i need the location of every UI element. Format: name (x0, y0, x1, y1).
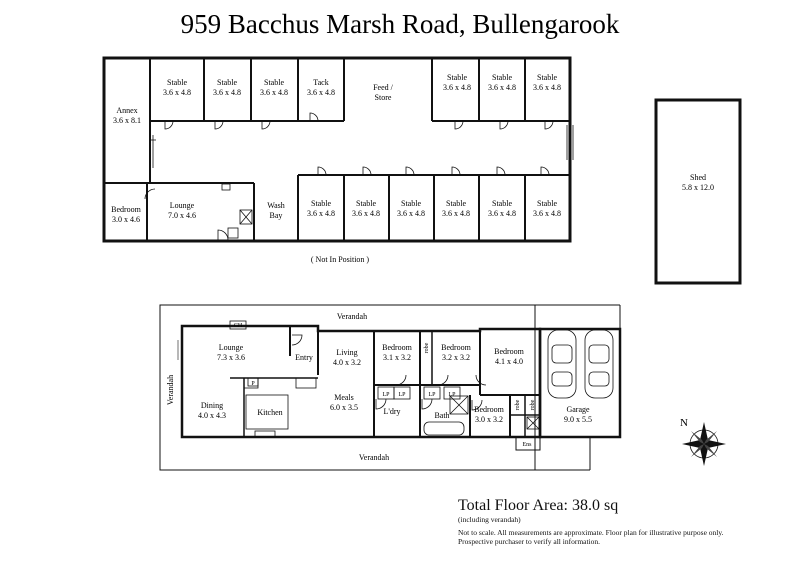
linen-press-label: LP (428, 392, 436, 398)
stable-dim: 3.6 x 4.8 (442, 209, 470, 218)
kitchen-label: Kitchen (257, 408, 282, 417)
stable-dim: 3.6 x 4.8 (488, 83, 516, 92)
compass-icon (682, 422, 726, 466)
stable-label: Stable (447, 73, 467, 82)
bath-label: Bath (434, 411, 449, 420)
laundry-label: L'dry (384, 407, 401, 416)
annex-label: Annex (116, 106, 137, 115)
verandah-bottom-label: Verandah (359, 453, 389, 462)
stable-dim: 3.6 x 4.8 (352, 209, 380, 218)
entry-label: Entry (295, 353, 313, 362)
robe-label: robe (530, 399, 536, 410)
lounge-label: Lounge (219, 343, 244, 352)
stable-label: Stable (537, 73, 557, 82)
bedroom-label: Bedroom (474, 405, 505, 414)
total-floor-area: Total Floor Area: 38.0 sq (458, 497, 619, 514)
stable-label: Stable (492, 73, 512, 82)
shed-label: Shed (690, 173, 706, 182)
store-label: Store (375, 93, 392, 102)
bedroom-label: Bedroom (382, 343, 413, 352)
bay-label: Bay (270, 211, 283, 220)
stable-dim: 3.6 x 4.8 (533, 83, 561, 92)
lounge-dim: 7.3 x 3.6 (217, 353, 245, 362)
bedroom-label: Bedroom (441, 343, 472, 352)
living-label: Living (336, 348, 357, 357)
disclaimer-line-2: Prospective purchaser to verify all info… (458, 537, 601, 546)
bedroom-dim: 3.1 x 3.2 (383, 353, 411, 362)
compass-north-label: N (680, 417, 688, 429)
tack-label: Tack (313, 78, 328, 87)
stable-label: Stable (446, 199, 466, 208)
stable-dim: 3.6 x 4.8 (488, 209, 516, 218)
stable-label: Stable (311, 199, 331, 208)
lounge-dim: 7.0 x 4.6 (168, 211, 196, 220)
robe-label: robe (424, 342, 430, 353)
dining-dim: 4.0 x 4.3 (198, 411, 226, 420)
bedroom-dim: 4.1 x 4.0 (495, 357, 523, 366)
stable-label: Stable (492, 199, 512, 208)
bedroom-dim: 3.0 x 3.2 (475, 415, 503, 424)
ensuite-label: Ens (523, 442, 533, 448)
ch-label: CH (234, 323, 243, 329)
pantry-label: P (251, 381, 255, 387)
bedroom-dim: 3.2 x 3.2 (442, 353, 470, 362)
bedroom-label: Bedroom (494, 347, 525, 356)
stable-label: Stable (401, 199, 421, 208)
footer: Total Floor Area: 38.0 sq (including ver… (458, 497, 724, 546)
wash-label: Wash (267, 201, 285, 210)
stable-dim: 3.6 x 4.8 (397, 209, 425, 218)
stable-block (102, 56, 574, 243)
living-dim: 4.0 x 3.2 (333, 358, 361, 367)
linen-press-label: LP (448, 392, 456, 398)
stable-block-outline (102, 56, 572, 243)
verandah-top-label: Verandah (337, 312, 367, 321)
not-in-position-note: ( Not In Position ) (311, 255, 370, 264)
stable-dim: 3.6 x 4.8 (260, 88, 288, 97)
bedroom-label: Bedroom (111, 205, 142, 214)
bedroom-dim: 3.0 x 4.6 (112, 215, 140, 224)
garage-label: Garage (566, 405, 590, 414)
stable-label: Stable (537, 199, 557, 208)
stable-label: Stable (167, 78, 187, 87)
stable-dim: 3.6 x 4.8 (307, 209, 335, 218)
stable-dim: 3.6 x 4.8 (163, 88, 191, 97)
house-plan (159, 304, 622, 471)
stable-dim: 3.6 x 4.8 (213, 88, 241, 97)
lounge-label: Lounge (170, 201, 195, 210)
linen-press-label: LP (382, 392, 390, 398)
shed-dim: 5.8 x 12.0 (682, 183, 714, 192)
dining-label: Dining (201, 401, 223, 410)
verandah-left-label: Verandah (166, 375, 175, 405)
shed-outline (654, 98, 742, 285)
stable-dim: 3.6 x 4.8 (533, 209, 561, 218)
disclaimer-line-1: Not to scale. All measurements are appro… (458, 528, 724, 537)
feed-label: Feed / (373, 83, 394, 92)
stable-label: Stable (356, 199, 376, 208)
tack-dim: 3.6 x 4.8 (307, 88, 335, 97)
annex-dim: 3.6 x 8.1 (113, 116, 141, 125)
linen-press-label: LP (398, 392, 406, 398)
stable-label: Stable (217, 78, 237, 87)
stable-dim: 3.6 x 4.8 (443, 83, 471, 92)
including-note: (including verandah) (458, 515, 521, 524)
robe-label: robe (515, 399, 521, 410)
stable-label: Stable (264, 78, 284, 87)
garage-dim: 9.0 x 5.5 (564, 415, 592, 424)
meals-label: Meals (334, 393, 354, 402)
meals-dim: 6.0 x 3.5 (330, 403, 358, 412)
page-title: 959 Bacchus Marsh Road, Bullengarook (181, 9, 620, 39)
